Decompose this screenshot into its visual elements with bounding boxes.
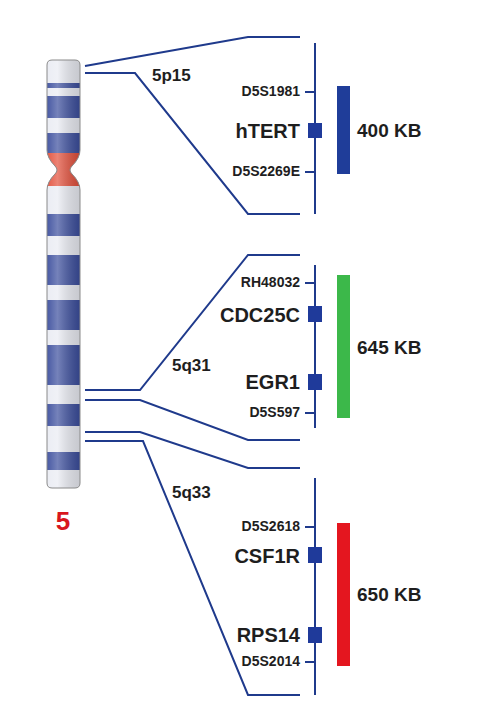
chromosome-bands <box>40 55 90 495</box>
size-label: 645 KB <box>357 338 421 359</box>
region-bar <box>337 523 350 666</box>
gene-name: hTERT <box>236 120 300 142</box>
region-bar <box>337 275 350 418</box>
band-name: 5q33 <box>172 484 211 503</box>
marker-name: RH48032 <box>241 275 300 290</box>
gene-name: CDC25C <box>220 304 300 326</box>
gene-name: EGR1 <box>246 371 300 393</box>
marker-name: D5S597 <box>249 405 300 420</box>
band-name: 5p15 <box>152 67 191 86</box>
leader-lines <box>85 37 300 695</box>
chromosome-number: 5 <box>56 507 70 536</box>
region-bar <box>337 86 350 174</box>
marker-name: D5S2269E <box>232 164 300 179</box>
marker-name: D5S2014 <box>242 654 300 669</box>
size-label: 400 KB <box>357 121 421 142</box>
map-axes <box>305 43 315 695</box>
size-label: 650 KB <box>357 585 421 606</box>
gene-name: RPS14 <box>237 624 300 646</box>
marker-name: D5S1981 <box>242 84 300 99</box>
chromosome-outline <box>47 60 80 488</box>
marker-name: D5S2618 <box>242 519 300 534</box>
gene-markers <box>308 123 322 643</box>
band-name: 5q31 <box>172 357 211 376</box>
gene-name: CSF1R <box>234 545 300 567</box>
